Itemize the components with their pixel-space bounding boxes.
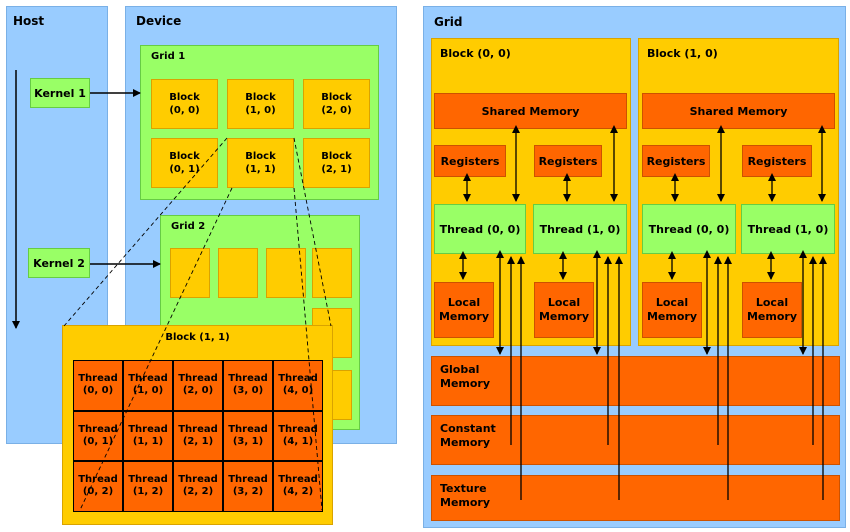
thread-cell-4-1: Thread (4, 1) xyxy=(273,410,323,462)
grid1-block-2-1: Block (2, 1) xyxy=(303,138,370,188)
thread-cell-4-2: Thread (4, 2) xyxy=(273,461,323,512)
registers-1-0: Registers xyxy=(642,145,710,177)
thread-cell-2-1: Thread (2, 1) xyxy=(173,410,223,462)
thread-cell-1-2: Thread (1, 2) xyxy=(123,461,173,512)
thread-cell-0-1: Thread (0, 1) xyxy=(73,410,123,462)
thread-cell-2-0: Thread (2, 0) xyxy=(173,360,223,411)
thread-cell-0-0: Thread (0, 0) xyxy=(73,360,123,411)
grid2-block xyxy=(170,248,210,298)
grid2-block xyxy=(218,248,258,298)
thread-1-0: Thread (0, 0) xyxy=(642,204,736,254)
grid-title: Grid xyxy=(434,15,463,29)
grid2-block xyxy=(312,248,352,298)
thread-cell-1-1: Thread (1, 1) xyxy=(123,410,173,462)
local-memory-1-1: Local Memory xyxy=(742,282,802,338)
grid1-block-2-0: Block (2, 0) xyxy=(303,79,370,129)
thread-cell-4-0: Thread (4, 0) xyxy=(273,360,323,411)
shared-memory-0: Shared Memory xyxy=(434,93,627,129)
thread-cell-2-2: Thread (2, 2) xyxy=(173,461,223,512)
registers-1-1: Registers xyxy=(742,145,812,177)
kernel-2-label: Kernel 2 xyxy=(33,256,85,270)
grid1-block-0-1: Block (0, 1) xyxy=(151,138,218,188)
kernel-1-box: Kernel 1 xyxy=(30,78,90,108)
memory-block-1-0-title: Block (1, 0) xyxy=(647,47,718,60)
thread-cell-3-2: Thread (3, 2) xyxy=(223,461,273,512)
thread-0-1: Thread (1, 0) xyxy=(533,204,627,254)
grid2-block xyxy=(266,248,306,298)
grid1-block-1-1: Block (1, 1) xyxy=(227,138,294,188)
shared-memory-1: Shared Memory xyxy=(642,93,835,129)
grid-1-title: Grid 1 xyxy=(151,51,186,62)
thread-cell-3-1: Thread (3, 1) xyxy=(223,410,273,462)
thread-1-1: Thread (1, 0) xyxy=(741,204,835,254)
thread-cell-0-2: Thread (0, 2) xyxy=(73,461,123,512)
registers-0-1: Registers xyxy=(534,145,602,177)
thread-cell-3-0: Thread (3, 0) xyxy=(223,360,273,411)
thread-cell-1-0: Thread (1, 0) xyxy=(123,360,173,411)
thread-0-0: Thread (0, 0) xyxy=(434,204,526,254)
host-title: Host xyxy=(13,14,45,28)
grid1-block-0-0: Block (0, 0) xyxy=(151,79,218,129)
registers-0-0: Registers xyxy=(434,145,506,177)
kernel-2-box: Kernel 2 xyxy=(28,248,90,278)
local-memory-0-1: Local Memory xyxy=(534,282,594,338)
local-memory-0-0: Local Memory xyxy=(434,282,494,338)
texture-memory: Texture Memory xyxy=(431,475,840,521)
memory-block-0-0-title: Block (0, 0) xyxy=(440,47,511,60)
global-memory: Global Memory xyxy=(431,356,840,406)
grid1-block-1-0: Block (1, 0) xyxy=(227,79,294,129)
local-memory-1-0: Local Memory xyxy=(642,282,702,338)
grid-2-title: Grid 2 xyxy=(171,221,206,232)
constant-memory: Constant Memory xyxy=(431,415,840,465)
kernel-1-label: Kernel 1 xyxy=(34,86,86,100)
device-title: Device xyxy=(136,14,182,28)
block-detail-title: Block (1, 1) xyxy=(165,332,230,343)
